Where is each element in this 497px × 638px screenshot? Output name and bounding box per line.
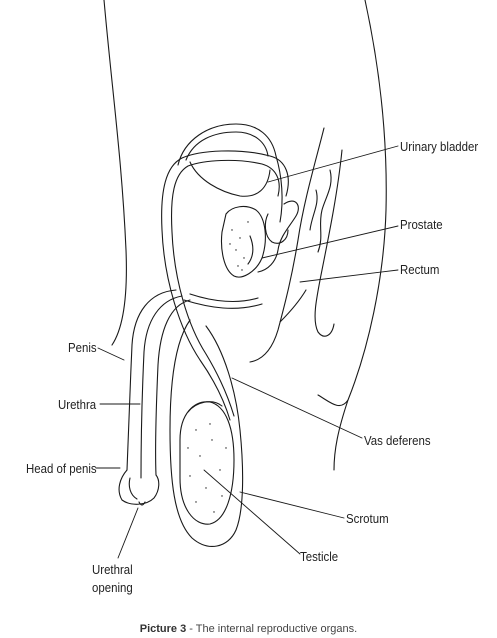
caption-separator: - bbox=[186, 623, 196, 635]
label-penis: Penis bbox=[68, 340, 97, 355]
bladder-top bbox=[177, 123, 277, 166]
label-testicle: Testicle bbox=[300, 549, 339, 564]
urethral-opening-mark bbox=[138, 501, 146, 506]
label-rectum: Rectum bbox=[400, 262, 440, 277]
prostate-shape bbox=[220, 200, 299, 278]
label-urethral-opening-line2: opening bbox=[92, 580, 133, 595]
bladder-right bbox=[275, 155, 283, 223]
leader-urinary-bladder bbox=[267, 145, 399, 183]
bladder-shape bbox=[177, 123, 283, 223]
urethra-tube bbox=[140, 295, 183, 479]
leader-lines bbox=[95, 145, 399, 559]
rectum-wall-detail bbox=[317, 169, 332, 253]
label-scrotum: Scrotum bbox=[346, 511, 389, 526]
penis-lower-outline bbox=[155, 299, 191, 476]
prostate-texture bbox=[229, 221, 249, 271]
label-urinary-bladder: Urinary bladder bbox=[400, 139, 479, 154]
leader-penis bbox=[97, 347, 125, 361]
rectum-back bbox=[314, 149, 343, 337]
vas-deferens-outer bbox=[161, 150, 289, 421]
figure-caption: Picture 3 - The internal reproductive or… bbox=[0, 623, 497, 636]
penis-upper-outline bbox=[126, 289, 177, 471]
label-urethral-opening-line1: Urethral bbox=[92, 562, 133, 577]
bladder-body bbox=[189, 161, 271, 197]
caption-text: The internal reproductive organs. bbox=[195, 623, 358, 635]
leader-scrotum bbox=[239, 491, 345, 519]
vesicle-curl bbox=[257, 200, 299, 273]
bladder-inner-top bbox=[185, 131, 269, 161]
testicle-outline bbox=[179, 401, 235, 525]
prostate-outline bbox=[220, 205, 266, 278]
scrotum-outline bbox=[169, 319, 244, 547]
rectum-shape bbox=[249, 127, 343, 363]
abdomen-outline bbox=[103, 0, 127, 346]
penis-shape bbox=[118, 289, 191, 506]
vas-deferens-lower bbox=[183, 299, 263, 309]
testicle-texture bbox=[187, 423, 227, 513]
vas-deferens-inner bbox=[171, 159, 280, 417]
leader-rectum bbox=[299, 269, 399, 283]
vas-deferens-shape bbox=[161, 150, 289, 421]
back-outline bbox=[333, 0, 387, 471]
leader-urethral-opening bbox=[117, 507, 139, 559]
leader-prostate bbox=[261, 225, 399, 259]
scrotum-shape bbox=[169, 319, 244, 547]
body-outline bbox=[103, 0, 387, 471]
vas-deferens-lower-inner bbox=[189, 293, 259, 302]
glans-detail bbox=[128, 477, 138, 500]
epididymis bbox=[187, 401, 223, 413]
label-prostate: Prostate bbox=[400, 217, 443, 232]
label-head-of-penis: Head of penis bbox=[26, 461, 97, 476]
duct-lines bbox=[247, 235, 254, 265]
penis-head-outline bbox=[118, 469, 160, 505]
leader-vas-deferens bbox=[231, 377, 363, 439]
anal-canal bbox=[279, 289, 307, 323]
label-urethra: Urethra bbox=[58, 397, 97, 412]
seminal-vesicle bbox=[264, 213, 289, 244]
leader-testicle bbox=[203, 469, 301, 555]
caption-prefix: Picture 3 bbox=[139, 623, 187, 635]
rectum-wall-detail-2 bbox=[309, 189, 318, 231]
buttock-line bbox=[317, 394, 349, 407]
rectum-front bbox=[249, 127, 325, 363]
label-vas-deferens: Vas deferens bbox=[364, 433, 431, 448]
